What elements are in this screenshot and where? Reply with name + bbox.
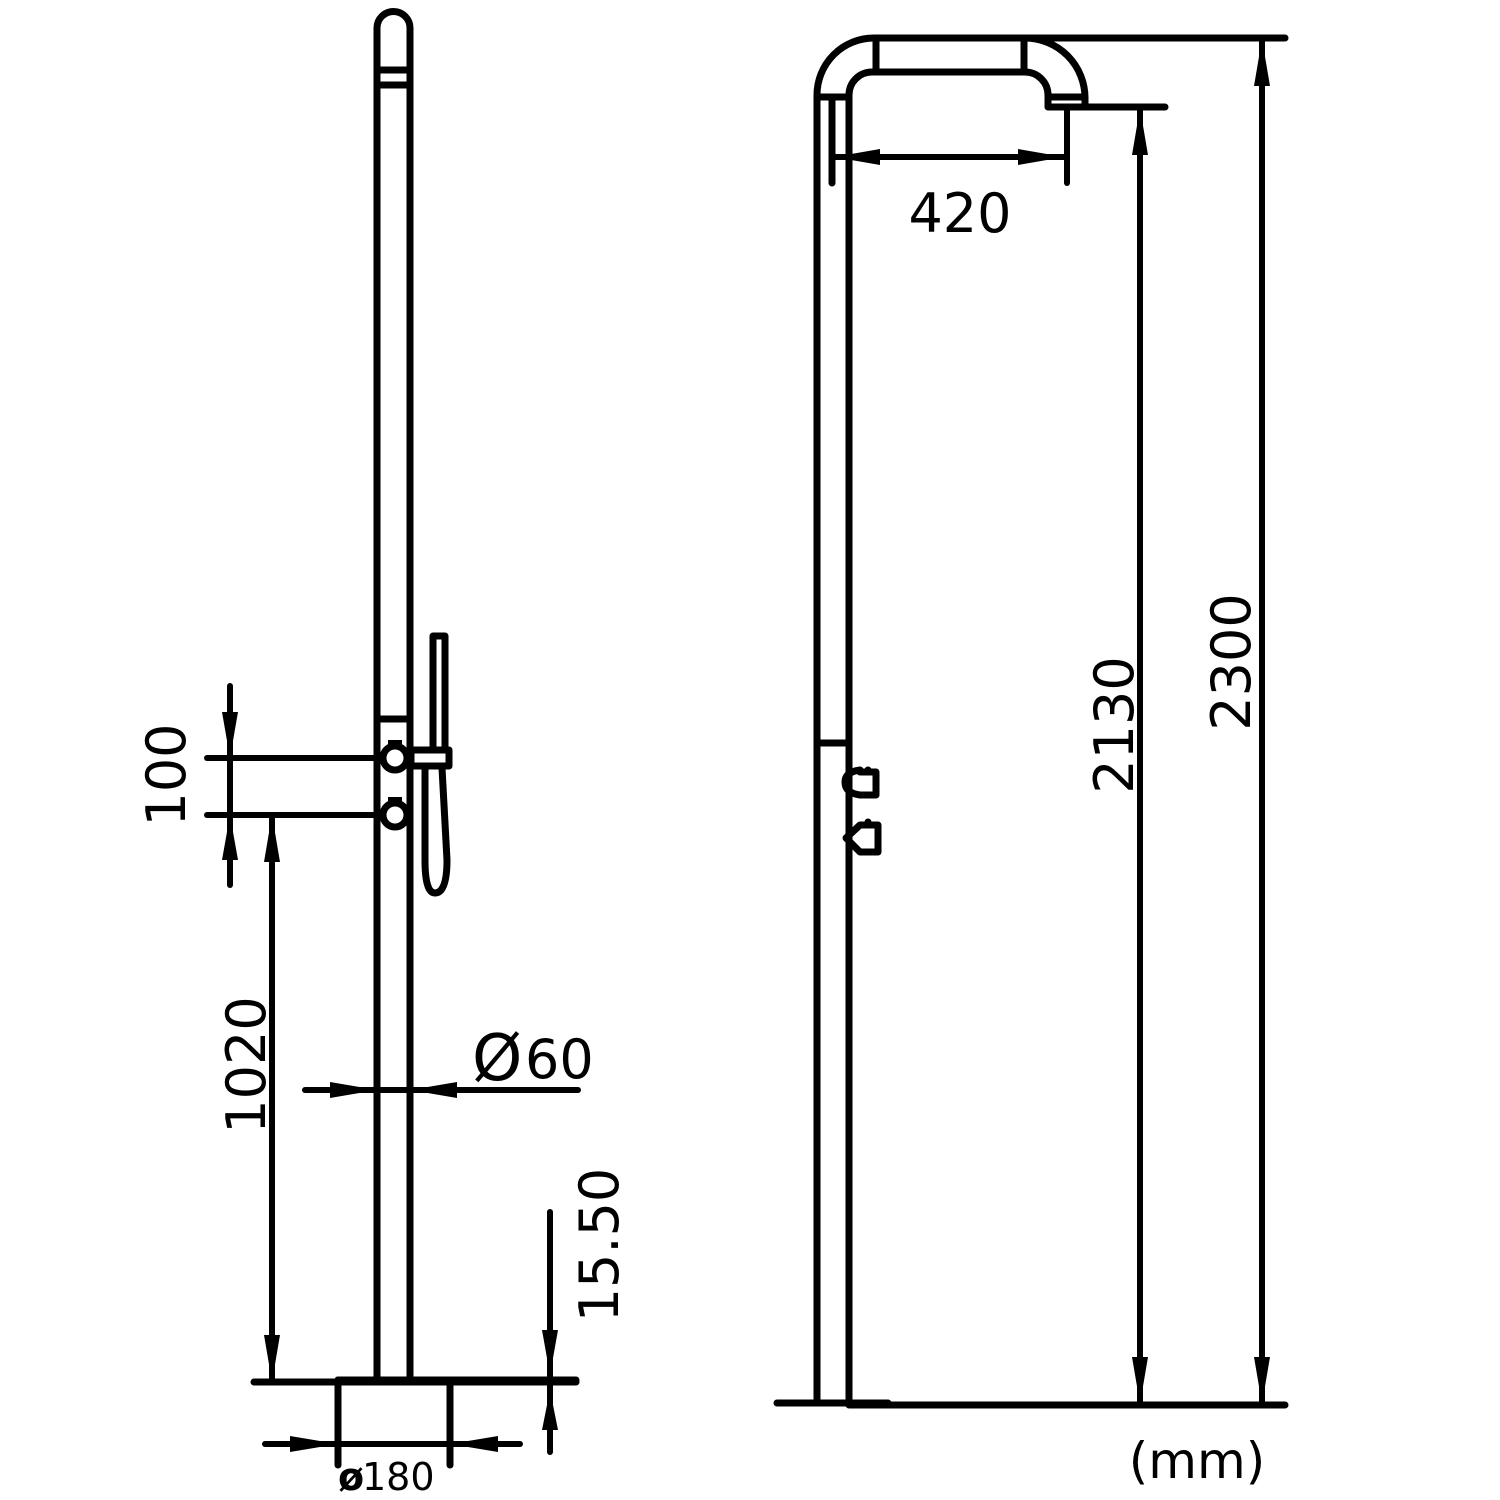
- shower-hose: [421, 764, 451, 897]
- valve-knob-lower: [379, 799, 411, 831]
- arm-bend-outer: [1021, 34, 1089, 111]
- dim-label-1020: 1020: [215, 996, 278, 1133]
- diameter-symbol: Ø: [472, 1022, 522, 1096]
- dimension-base-thickness: 15.50: [542, 1168, 631, 1455]
- dimension-100: 100: [135, 683, 383, 888]
- front-view: [373, 8, 453, 1382]
- units-label: (mm): [1129, 1432, 1265, 1490]
- diameter-symbol: ø: [338, 1455, 364, 1499]
- dim-label-2300: 2300: [1200, 593, 1263, 730]
- dimension-2130: 2130: [1083, 104, 1148, 1408]
- dim-label-15-50: 15.50: [568, 1168, 631, 1323]
- dim-label-180: 180: [362, 1455, 435, 1499]
- side-view: [773, 34, 1289, 1409]
- dimension-pole-diameter: Ø 60: [302, 1022, 594, 1098]
- pole-outer: [813, 34, 1289, 1406]
- dimension-1020: 1020: [215, 812, 280, 1385]
- pole-front: [373, 8, 414, 1382]
- dim-label-420: 420: [908, 182, 1011, 245]
- dimension-2300: 2300: [1200, 35, 1270, 1408]
- hand-shower-holder: [407, 746, 453, 770]
- hand-shower: [429, 632, 449, 754]
- valve-knob-upper: [379, 742, 411, 774]
- dimension-base-diameter: ø 180: [262, 1436, 523, 1499]
- base-front: [250, 1376, 580, 1469]
- dim-label-2130: 2130: [1083, 656, 1146, 793]
- dim-label-100: 100: [135, 723, 198, 826]
- pole-inner: [845, 68, 1089, 1406]
- side-valve-upper: [841, 766, 880, 799]
- dimension-420: 420: [829, 104, 1070, 245]
- dim-label-60: 60: [525, 1028, 594, 1091]
- side-valve-lower: [842, 818, 882, 856]
